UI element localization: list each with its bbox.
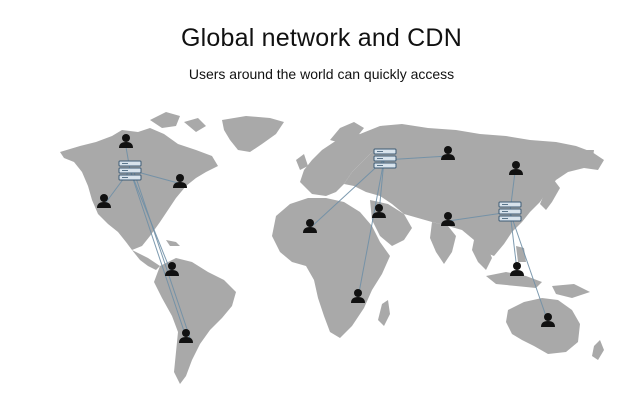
- north-america: [60, 128, 218, 250]
- africa: [272, 198, 390, 338]
- server-na: [118, 160, 142, 181]
- network-links: [103, 146, 549, 339]
- page-subtitle: Users around the world can quickly acces…: [188, 66, 455, 82]
- asia: [344, 124, 604, 256]
- link-na-user-sa-south-2: [133, 171, 191, 339]
- new-guinea: [552, 284, 590, 298]
- madagascar: [378, 300, 390, 326]
- scandinavia: [330, 122, 364, 144]
- link-asia-user-australia: [509, 211, 549, 323]
- server-stack-icon: [498, 201, 522, 222]
- link-na-user-sa-south: [129, 169, 187, 338]
- caribbean: [166, 240, 180, 246]
- arctic-islands-2: [184, 118, 206, 132]
- link-asia-user-sea: [509, 211, 518, 271]
- link-eu-user-africa-west: [308, 159, 385, 230]
- greenland: [222, 116, 284, 152]
- server-asia: [498, 201, 522, 222]
- server-stack-icon: [373, 148, 397, 169]
- user-icon: [510, 262, 524, 276]
- server-europe: [373, 148, 397, 169]
- japan: [540, 180, 560, 210]
- server-stack-icon: [118, 160, 142, 181]
- europe: [300, 134, 376, 196]
- kamchatka: [580, 150, 594, 164]
- new-zealand: [592, 340, 604, 360]
- continents: [60, 112, 604, 384]
- uk: [296, 154, 308, 170]
- central-america: [132, 250, 160, 270]
- arctic-islands: [150, 112, 180, 128]
- indonesia: [486, 272, 542, 288]
- link-eu-user-africa-south: [357, 159, 385, 299]
- page-title: Global network and CDN: [181, 24, 462, 52]
- southeast-asia: [472, 240, 492, 270]
- south-america: [154, 258, 236, 384]
- india: [430, 222, 456, 264]
